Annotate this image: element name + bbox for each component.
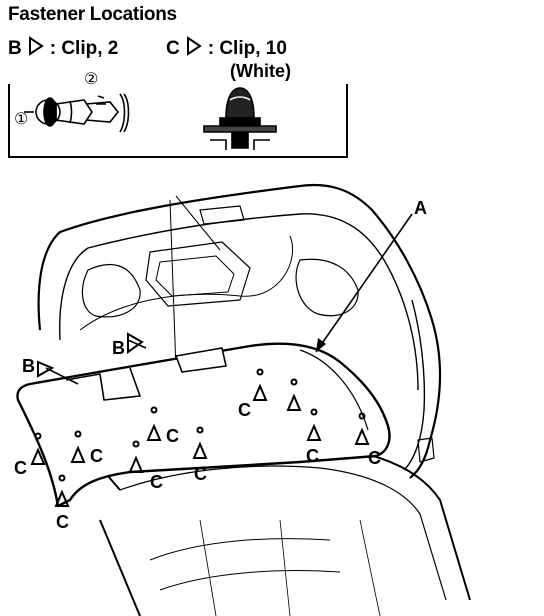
- callout-c: C: [166, 426, 179, 446]
- clip-b-markers: [37, 332, 144, 378]
- legend-b-letter: B: [8, 38, 22, 59]
- legend-clip-c: C : Clip, 10: [166, 36, 287, 60]
- step-2-label: ②: [84, 69, 98, 88]
- triangle-pointer-icon: [186, 36, 202, 56]
- clip-b-illustration: [24, 93, 130, 133]
- callout-b-upper: B: [112, 338, 125, 358]
- legend-c-letter: C: [166, 38, 180, 59]
- legend-c-text: : Clip, 10: [207, 38, 287, 59]
- leader-lines: [45, 213, 413, 385]
- clip-c-illustration: [203, 87, 277, 150]
- diagram-title: Fastener Locations: [8, 4, 177, 25]
- callout-b-left: B: [22, 356, 35, 376]
- legend-clip-b: B : Clip, 2: [8, 36, 118, 60]
- callout-c: C: [150, 472, 163, 492]
- clip-c-markers: [30, 368, 370, 507]
- step-1-label: ①: [14, 109, 28, 128]
- legend-box: [8, 84, 348, 158]
- callout-c: C: [56, 512, 69, 532]
- callout-c: C: [306, 446, 319, 466]
- callout-c: C: [238, 400, 251, 420]
- callout-c: C: [14, 458, 27, 478]
- callout-c: C: [90, 446, 103, 466]
- legend-c-note: (White): [230, 61, 291, 81]
- callout-c: C: [368, 448, 381, 468]
- legend-b-text: : Clip, 2: [49, 38, 119, 59]
- callout-a: A: [414, 198, 427, 218]
- triangle-pointer-icon: [28, 36, 44, 56]
- trunk-lid: [37, 183, 442, 479]
- callout-c: C: [194, 464, 207, 484]
- arrow-heads: [316, 338, 326, 352]
